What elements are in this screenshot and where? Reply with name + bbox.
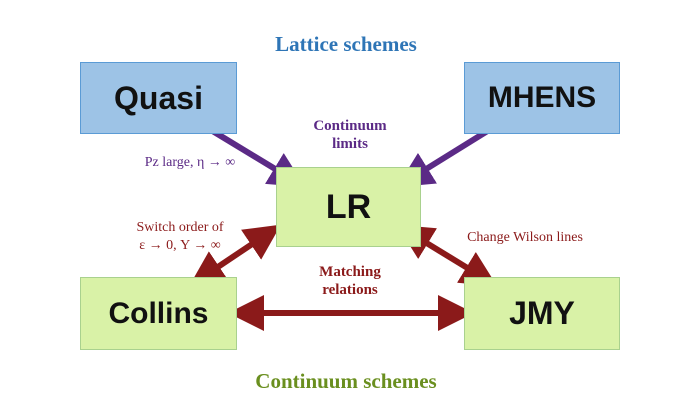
jmy-box: JMY	[464, 277, 620, 350]
quasi-box: Quasi	[80, 62, 237, 134]
change-wilson-lines-label: Change Wilson lines	[467, 230, 583, 245]
arrow-lr-collins	[189, 224, 281, 287]
continuum-limits-label-line2: limits	[332, 136, 368, 152]
continuum-limits-label-line1: Continuum	[313, 118, 387, 134]
matching-relations-label-line2: relations	[322, 282, 378, 298]
mhens-box: MHENS	[464, 62, 620, 134]
pz-condition-label: Pz large, η → ∞	[144, 155, 236, 170]
collins-box: Collins	[80, 277, 237, 350]
matching-relations-label-line1: Matching	[319, 264, 381, 280]
lattice-schemes-title: Lattice schemes	[275, 32, 417, 56]
switch-order-label-line1: Switch order of	[136, 220, 224, 235]
switch-order-label-line2: ε → 0, Y → ∞	[139, 238, 221, 253]
lr-box: LR	[276, 167, 421, 247]
continuum-schemes-title: Continuum schemes	[255, 369, 437, 393]
